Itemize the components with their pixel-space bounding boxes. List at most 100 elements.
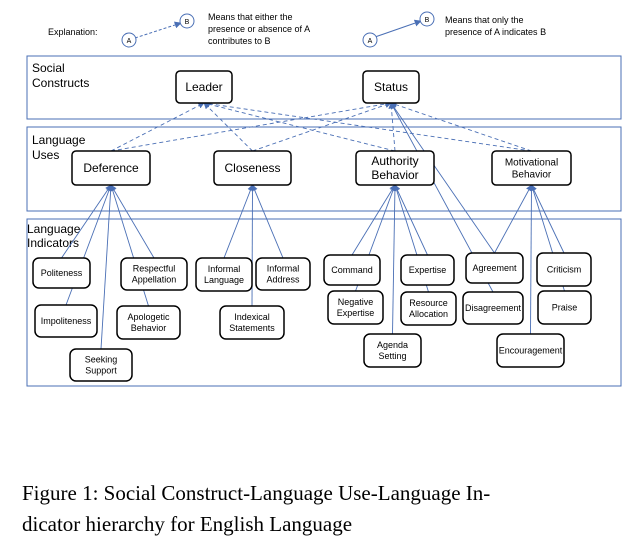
node-negative-expertise-label: Expertise <box>337 308 375 318</box>
node-politeness-label: Politeness <box>41 268 83 278</box>
band-language-indicators-label-1: Language <box>27 222 81 236</box>
legend-only-node-a <box>362 32 378 48</box>
solid-edge-agreement-to-status <box>390 102 495 254</box>
node-motivational-behavior-label: Behavior <box>512 170 552 181</box>
node-leader: Leader <box>175 70 233 104</box>
legend: Explanation: A B Means that either the p… <box>48 11 546 48</box>
band-social-constructs <box>26 55 622 120</box>
node-indexical-statements-label: Indexical <box>234 312 270 322</box>
band-social-constructs-label-1: Social <box>32 61 65 75</box>
dashed-edge-closeness-to-status <box>252 101 392 152</box>
node-negative-expertise-box <box>327 290 384 325</box>
node-criticism: Criticism <box>536 252 592 287</box>
legend-either-node-b <box>179 13 195 29</box>
legend-only-node-b <box>419 11 435 27</box>
legend-either-line-2: presence or absence of A <box>208 24 310 34</box>
band-language-uses-label-2: Uses <box>32 148 59 162</box>
solid-edge-informal_language-to-closeness <box>223 184 254 259</box>
node-agreement-box <box>465 252 524 284</box>
node-informal-address-label: Address <box>266 275 300 285</box>
node-seeking-support-box <box>69 348 133 382</box>
node-command: Command <box>323 254 381 286</box>
node-agreement-label: Agreement <box>472 263 517 273</box>
band-language-uses <box>26 126 622 212</box>
node-resource-allocation-label: Resource <box>409 298 448 308</box>
legend-solid-arrow <box>374 19 422 38</box>
node-command-box <box>323 254 381 286</box>
node-deference-box <box>71 150 151 186</box>
node-agreement: Agreement <box>465 252 524 284</box>
legend-either-line-1: Means that either the <box>208 12 293 22</box>
node-closeness-label: Closeness <box>224 161 280 175</box>
node-disagreement: Disagreement <box>462 291 524 325</box>
legend-label: Explanation: <box>48 27 98 37</box>
solid-edge-agenda_setting-to-authority <box>391 184 399 335</box>
node-respectful-appellation-label: Respectful <box>133 264 176 274</box>
node-deference: Deference <box>71 150 151 186</box>
node-informal-language-box <box>195 257 253 292</box>
band-social-constructs-label-2: Constructs <box>32 76 89 90</box>
solid-edge-seeking_support-to-deference <box>100 184 114 350</box>
node-encouragement-box <box>496 333 565 368</box>
node-apologetic-behavior-label: Behavior <box>131 323 167 333</box>
node-status-box <box>362 70 420 104</box>
edges <box>61 100 565 350</box>
node-indexical-statements-label: Statements <box>229 323 275 333</box>
node-closeness-box <box>213 150 292 186</box>
legend-only-line-2: presence of A indicates B <box>445 27 546 37</box>
dashed-edge-motivational-to-status <box>390 101 532 152</box>
node-resource-allocation-box <box>400 291 457 326</box>
band-language-indicators <box>26 218 622 387</box>
node-expertise-box <box>400 254 455 286</box>
node-politeness: Politeness <box>32 257 91 289</box>
legend-only-node-a-label: A <box>368 38 373 45</box>
figure-caption: Figure 1: Social Construct-Language Use-… <box>22 478 622 540</box>
node-leader-label: Leader <box>185 80 222 94</box>
node-command-label: Command <box>331 265 373 275</box>
dashed-edge-deference-to-leader <box>110 102 205 152</box>
node-informal-address-label: Informal <box>267 264 300 274</box>
node-authority-behavior-box <box>355 150 435 186</box>
node-motivational-behavior-label: Motivational <box>505 158 558 169</box>
node-disagreement-box <box>462 291 524 325</box>
solid-edge-informal_address-to-closeness <box>251 184 284 259</box>
node-respectful-appellation-box <box>120 257 188 291</box>
node-closeness: Closeness <box>213 150 292 186</box>
legend-either-node-a <box>121 32 137 48</box>
nodes: Leader Status Deference Closeness Author… <box>32 70 592 382</box>
node-expertise-label: Expertise <box>409 265 447 275</box>
node-praise-label: Praise <box>552 303 578 313</box>
legend-either-node-b-label: B <box>185 19 190 26</box>
node-praise: Praise <box>537 290 592 325</box>
band-language-uses-label-1: Language <box>32 133 86 147</box>
node-status: Status <box>362 70 420 104</box>
node-negative-expertise-label: Negative <box>338 297 374 307</box>
dashed-edge-authority-to-leader <box>203 101 396 152</box>
node-praise-box <box>537 290 592 325</box>
node-indexical-statements-box <box>219 305 285 340</box>
node-disagreement-label: Disagreement <box>465 303 522 313</box>
solid-edge-encouragement-to-motivational <box>528 184 535 335</box>
node-seeking-support-label: Seeking <box>85 355 118 365</box>
legend-either-line-3: contributes to B <box>208 36 271 46</box>
node-informal-language-label: Language <box>204 275 244 285</box>
node-agenda-setting-label: Setting <box>378 351 406 361</box>
node-respectful-appellation-label: Appellation <box>132 275 177 285</box>
solid-edge-respectful_appellation-to-deference <box>110 184 155 259</box>
node-authority-behavior-label: Authority <box>371 154 418 168</box>
legend-only-line-1: Means that only the <box>445 15 524 25</box>
solid-edge-criticism-to-motivational <box>531 184 565 254</box>
solid-edge-politeness-to-deference <box>61 184 112 259</box>
node-agenda-setting-label: Agenda <box>377 340 408 350</box>
node-deference-label: Deference <box>83 161 139 175</box>
